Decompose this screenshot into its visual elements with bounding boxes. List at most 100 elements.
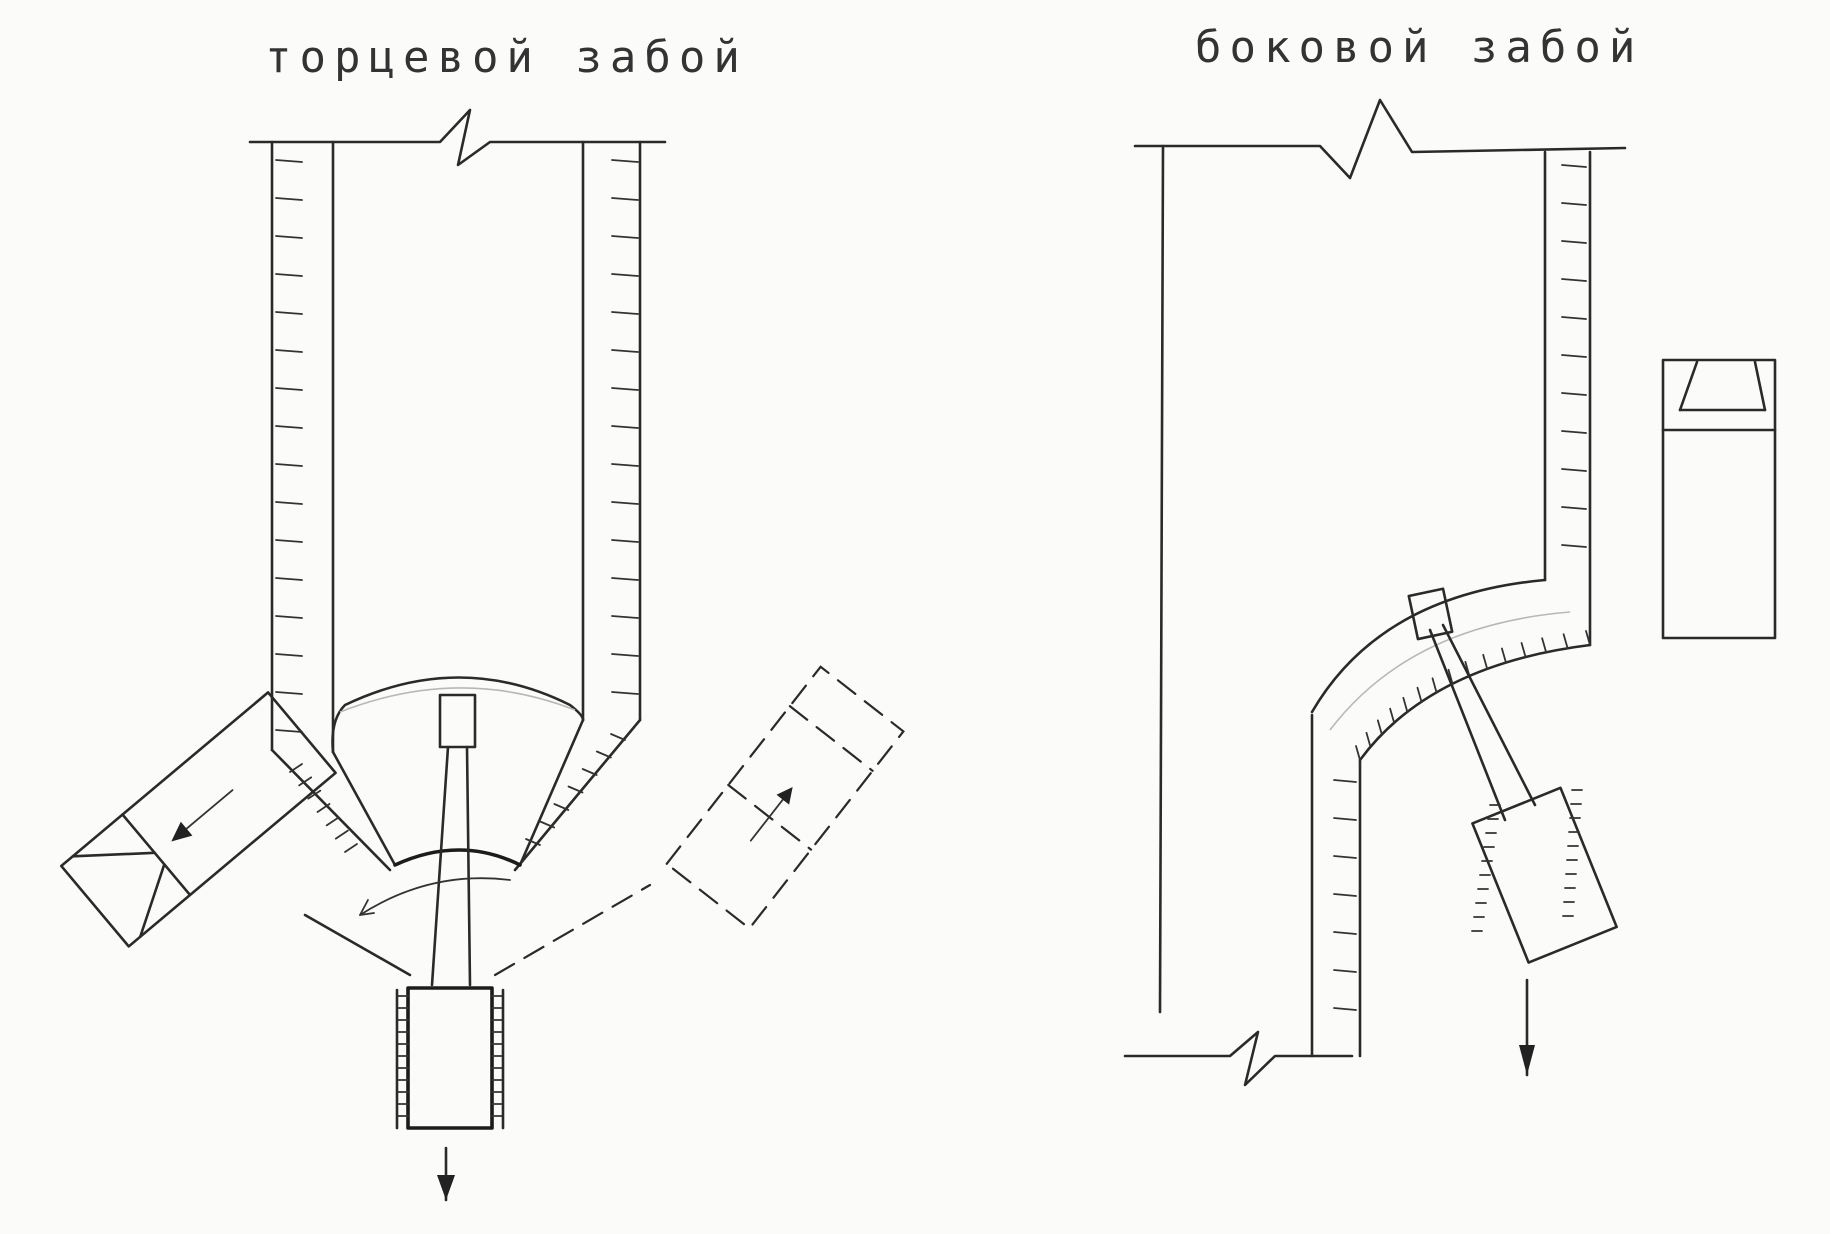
wall-hatch (275, 235, 303, 239)
wall-hatch (275, 729, 303, 733)
wall-hatch (611, 501, 639, 505)
arc-hatch (1447, 668, 1454, 685)
wall-hatch (1561, 278, 1587, 282)
top-break-line (1133, 98, 1627, 180)
wall-hatch (611, 653, 639, 657)
swing-arc (359, 877, 511, 916)
face-hatch (595, 750, 612, 759)
wall-hatch (611, 539, 639, 543)
excavator (1471, 786, 1618, 964)
truck-left (59, 691, 337, 948)
wall-hatch (1561, 202, 1587, 206)
wall-hatch (611, 425, 639, 429)
truck-right-path (493, 883, 652, 977)
wall-hatch (1561, 506, 1587, 510)
arc-hatch (1482, 653, 1489, 670)
face-hatch (525, 838, 541, 846)
wall-hatch (1333, 931, 1357, 935)
truck-side (1661, 358, 1777, 640)
face-hatch (289, 763, 303, 773)
arc-hatch (1402, 696, 1409, 713)
wall-hatch (611, 691, 639, 695)
wall-hatch (1561, 316, 1587, 320)
arc-hatch (1376, 719, 1383, 736)
arc-hatch (1501, 647, 1507, 664)
wall-hatch (275, 615, 303, 619)
wall-hatch (611, 577, 639, 581)
arc-hatch (1562, 633, 1569, 650)
wall-hatch (611, 197, 639, 201)
face-hatch (553, 803, 570, 811)
wall-hatch (275, 349, 303, 353)
bucket (1407, 587, 1454, 641)
wall-hatch (1333, 1007, 1357, 1011)
wall-hatch (275, 501, 303, 505)
face-hatch (539, 820, 556, 829)
wall-hatch (1333, 969, 1357, 973)
side-face-title: боковой забой (1195, 22, 1643, 73)
swing-arrow-icon (359, 899, 375, 916)
truck-left-path (303, 913, 412, 977)
wall-hatch (275, 463, 303, 467)
face-hatch (610, 733, 626, 741)
side-face-arc (1310, 578, 1592, 762)
wall-hatch (1333, 893, 1357, 897)
arc-hatch (1355, 745, 1361, 761)
face-hatch (307, 789, 322, 800)
face-hatch (344, 843, 358, 853)
wall-hatch (611, 349, 639, 353)
wall-hatch (1561, 468, 1587, 472)
move-down-arrow-icon (437, 1146, 455, 1202)
bucket (438, 693, 477, 749)
face-hatch (316, 803, 331, 813)
upper-wall (1543, 150, 1592, 647)
wall-hatch (275, 273, 303, 277)
wall-hatch (611, 615, 639, 619)
arc-hatch (1541, 637, 1548, 654)
face-hatch (334, 829, 349, 840)
excavator (395, 986, 505, 1130)
boom (430, 745, 472, 987)
wall-hatch (1333, 817, 1357, 821)
face-hatch (298, 776, 313, 787)
wall-hatch (1333, 855, 1357, 859)
wall-hatch (275, 387, 303, 391)
face-arc (270, 676, 642, 872)
move-down-arrow-icon (1519, 978, 1535, 1077)
wall-hatch (611, 159, 639, 163)
wall-hatch (1561, 544, 1587, 548)
wall-hatch (611, 463, 639, 467)
face-hatch (567, 785, 584, 794)
arc-hatch (1431, 677, 1438, 694)
excavator-tracks (1471, 789, 1583, 932)
wall-hatch (1561, 354, 1587, 358)
wall-hatch (611, 387, 639, 391)
wall-hatch (275, 539, 303, 543)
wall-hatch (1333, 779, 1357, 783)
wall-hatch (1561, 164, 1587, 168)
face-hatch (581, 768, 598, 776)
lower-wall (1310, 713, 1362, 1058)
wall-hatch (275, 653, 303, 657)
arc-hatch (1520, 642, 1527, 658)
arc-hatch (1389, 707, 1396, 724)
face-hatch (325, 816, 340, 827)
wall-hatch (275, 311, 303, 315)
truck-right-dashed (665, 665, 905, 930)
right-wall (581, 140, 642, 722)
top-break-line (248, 108, 667, 167)
boom (1428, 623, 1537, 822)
side-face-diagram: боковой забой (1123, 22, 1777, 1087)
wall-hatch (611, 273, 639, 277)
wall-hatch (1561, 240, 1587, 244)
left-boundary (1158, 144, 1165, 1014)
wall-hatch (611, 235, 639, 239)
wall-hatch (275, 691, 303, 695)
arc-hatch (1416, 686, 1423, 703)
wall-hatch (275, 425, 303, 429)
wall-hatch (275, 577, 303, 581)
arc-hatch (1365, 731, 1372, 748)
arc-hatch (1585, 630, 1591, 646)
end-face-title: торцевой забой (265, 32, 748, 83)
